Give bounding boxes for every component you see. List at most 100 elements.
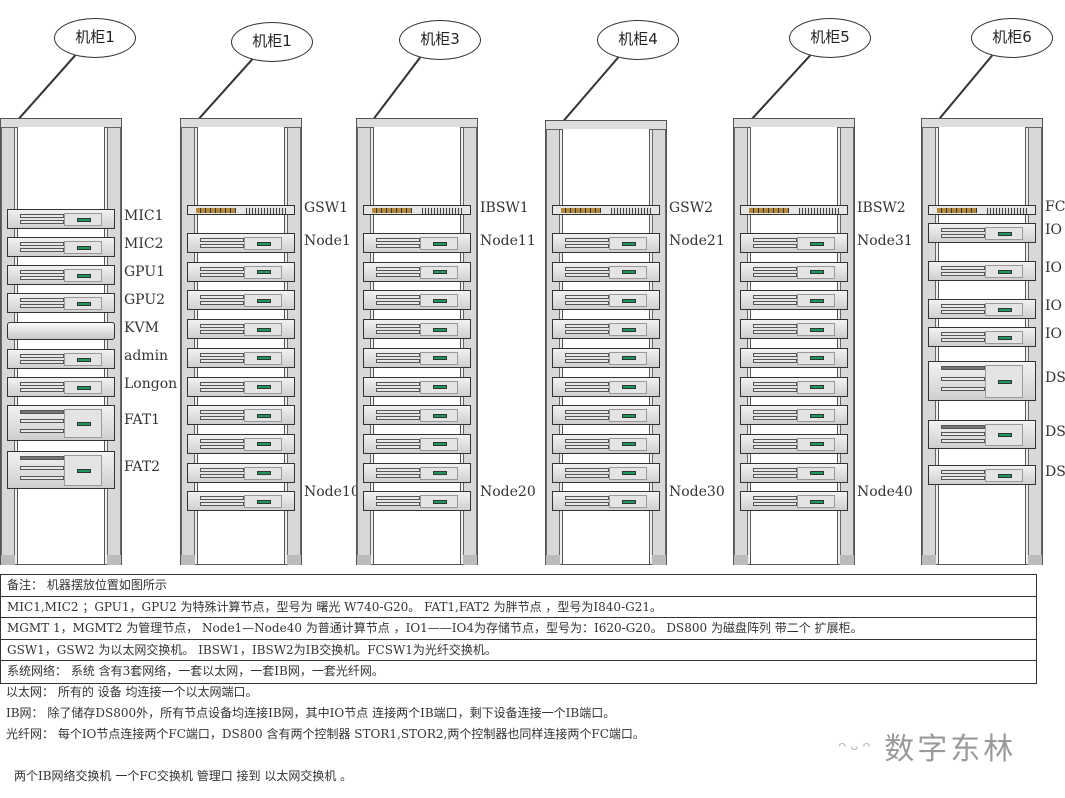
- server-unit: [7, 265, 115, 285]
- front-panel: [420, 437, 458, 451]
- notes-row: MIC1,MIC2 ；GPU1，GPU2 为特殊计算节点，型号为 曙光 W740…: [1, 597, 1036, 618]
- server-unit: [187, 376, 295, 397]
- front-panel: [609, 237, 647, 250]
- rack-foot: [840, 555, 854, 565]
- switch-unit: [363, 205, 471, 215]
- status-led-icon: [998, 269, 1012, 274]
- rack-foot: [922, 555, 936, 565]
- front-panel: [64, 409, 102, 438]
- port-grid: [611, 208, 651, 214]
- status-led-icon: [257, 356, 271, 361]
- front-panel: [64, 381, 102, 394]
- drive-slot: [565, 416, 609, 421]
- front-panel: [244, 466, 282, 480]
- server-unit: [740, 347, 848, 368]
- drive-slot: [753, 444, 797, 449]
- server-unit: [7, 209, 115, 229]
- unit-label: Node20: [480, 484, 536, 500]
- status-led-icon: [810, 385, 824, 389]
- front-panel: [244, 265, 282, 279]
- drive-slot: [753, 416, 797, 421]
- rack-foot: [546, 555, 560, 565]
- rack-foot: [287, 555, 301, 565]
- unit-label: Node1: [304, 233, 351, 249]
- drive-slot: [941, 432, 985, 436]
- front-panel: [244, 294, 282, 308]
- ethernet-note: 以太网： 所有的 设备 均连接一个以太网端口。: [6, 685, 258, 699]
- drive-slot: [200, 444, 244, 449]
- drive-slot: [376, 295, 420, 300]
- front-panel: [244, 351, 282, 365]
- unit-label: KVM: [124, 320, 159, 336]
- server-unit: [7, 451, 115, 489]
- drive-slot: [20, 214, 64, 218]
- drive-slot: [200, 467, 244, 472]
- drive-slot: [753, 238, 797, 242]
- front-panel: [64, 241, 102, 254]
- rack-interior: [373, 127, 461, 564]
- drive-slot: [941, 228, 985, 232]
- drive-slot: [376, 438, 420, 443]
- drive-slot: [753, 266, 797, 271]
- server-unit: [187, 433, 295, 454]
- drive-slot: [20, 382, 64, 386]
- drive-slot: [200, 502, 244, 507]
- server-unit: [928, 299, 1036, 319]
- server-unit: [552, 290, 660, 311]
- status-led-icon: [433, 270, 447, 275]
- status-led-icon: [77, 468, 91, 473]
- server-unit: [7, 377, 115, 397]
- management-note: 两个IB网络交换机 一个FC交换机 管理口 接到 以太网交换机 。: [14, 769, 353, 783]
- status-led-icon: [77, 245, 91, 250]
- front-panel: [609, 466, 647, 480]
- drive-slot: [200, 410, 244, 415]
- server-unit: [187, 347, 295, 368]
- front-panel: [797, 495, 835, 509]
- drive-slot: [941, 470, 985, 474]
- status-led-icon: [810, 327, 824, 332]
- server-unit: [740, 462, 848, 483]
- drive-slot: [20, 410, 64, 414]
- drive-slot: [200, 381, 244, 386]
- server-unit: [552, 462, 660, 483]
- status-led-icon: [433, 327, 447, 332]
- unit-label: FAT2: [124, 459, 161, 475]
- drive-slot: [753, 244, 797, 248]
- status-led-icon: [77, 421, 91, 426]
- server-unit: [363, 405, 471, 426]
- drive-slot: [565, 266, 609, 271]
- server-unit: [740, 233, 848, 253]
- drive-slot: [200, 438, 244, 443]
- drive-slot: [753, 502, 797, 507]
- notes-row: 系统网络： 系统 含有3套网络，一套以太网，一套IB网，一套光纤网。: [7, 664, 384, 678]
- status-led-icon: [257, 442, 271, 447]
- drive-slot: [565, 272, 609, 277]
- drive-slot: [20, 360, 64, 364]
- unit-label: GPU2: [124, 292, 166, 308]
- unit-label: Longon: [124, 376, 178, 392]
- rack-foot: [107, 555, 121, 565]
- server-unit: [740, 376, 848, 397]
- status-led-icon: [810, 298, 824, 303]
- port-grid: [422, 208, 462, 214]
- status-led-icon: [622, 471, 636, 476]
- drive-slot: [565, 324, 609, 329]
- status-led-icon: [810, 413, 824, 418]
- drive-slot: [200, 238, 244, 242]
- drive-slot: [753, 496, 797, 501]
- switch-unit: [552, 205, 660, 215]
- rack-title-oval: 机柜1: [231, 22, 313, 62]
- front-panel: [420, 237, 458, 250]
- drive-slot: [565, 410, 609, 415]
- front-panel: [609, 323, 647, 337]
- drive-slot: [376, 444, 420, 449]
- drive-slot: [20, 476, 64, 480]
- drive-slot: [20, 220, 64, 224]
- status-led-icon: [77, 357, 91, 362]
- front-panel: [244, 437, 282, 451]
- status-led-icon: [77, 217, 91, 222]
- status-led-icon: [998, 473, 1012, 478]
- drive-slot: [376, 272, 420, 277]
- unit-label: MIC2: [124, 236, 164, 252]
